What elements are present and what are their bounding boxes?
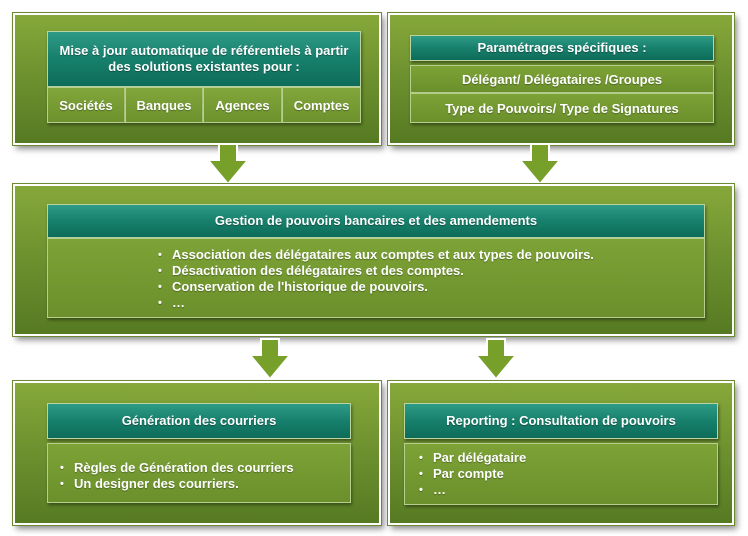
panel-gestion-pouvoirs: Gestion de pouvoirs bancaires et des ame… [13,184,734,336]
reporting-title: Reporting : Consultation de pouvoirs [446,413,676,428]
list-item: … [415,482,717,498]
parametrages-row-delegant: Délégant/ Délégataires /Groupes [410,65,714,93]
gestion-list-box: Association des délégataires aux comptes… [47,238,705,318]
courriers-list: Règles de Génération des courriers Un de… [56,460,350,492]
list-item: Un designer des courriers. [56,476,350,492]
referentiels-title: Mise à jour automatique de référentiels … [59,43,349,74]
courriers-header: Génération des courriers [47,403,351,439]
parametrages-row-type-pouvoirs: Type de Pouvoirs/ Type de Signatures [410,93,714,123]
parametrages-title: Paramétrages spécifiques : [477,40,647,55]
panel-generation-courriers: Génération des courriers Règles de Génér… [13,381,381,525]
list-item: Association des délégataires aux comptes… [154,247,704,263]
cell-banques: Banques [125,87,203,123]
panel-reporting: Reporting : Consultation de pouvoirs Par… [388,381,734,525]
referentiels-header: Mise à jour automatique de référentiels … [47,31,361,87]
list-item: … [154,295,704,311]
panel-parametrages: Paramétrages spécifiques : Délégant/ Dél… [388,13,734,145]
parametrages-header: Paramétrages spécifiques : [410,35,714,61]
reporting-header: Reporting : Consultation de pouvoirs [404,403,718,439]
list-item: Par délégataire [415,450,717,466]
courriers-list-box: Règles de Génération des courriers Un de… [47,443,351,503]
cell-agences: Agences [203,87,282,123]
list-item: Règles de Génération des courriers [56,460,350,476]
cell-societes: Sociétés [47,87,125,123]
list-item: Par compte [415,466,717,482]
arrow-down-icon [474,338,518,381]
gestion-title: Gestion de pouvoirs bancaires et des ame… [214,213,538,228]
panel-referentiels: Mise à jour automatique de référentiels … [13,13,381,145]
arrow-down-icon [248,338,292,381]
arrow-down-icon [206,143,250,186]
list-item: Désactivation des délégataires et des co… [154,263,704,279]
arrow-down-icon [518,143,562,186]
courriers-title: Génération des courriers [121,413,277,428]
reporting-list: Par délégataire Par compte … [415,450,717,498]
gestion-list: Association des délégataires aux comptes… [154,247,704,311]
gestion-header: Gestion de pouvoirs bancaires et des ame… [47,204,705,238]
reporting-list-box: Par délégataire Par compte … [404,443,718,505]
cell-comptes: Comptes [282,87,361,123]
list-item: Conservation de l'historique de pouvoirs… [154,279,704,295]
